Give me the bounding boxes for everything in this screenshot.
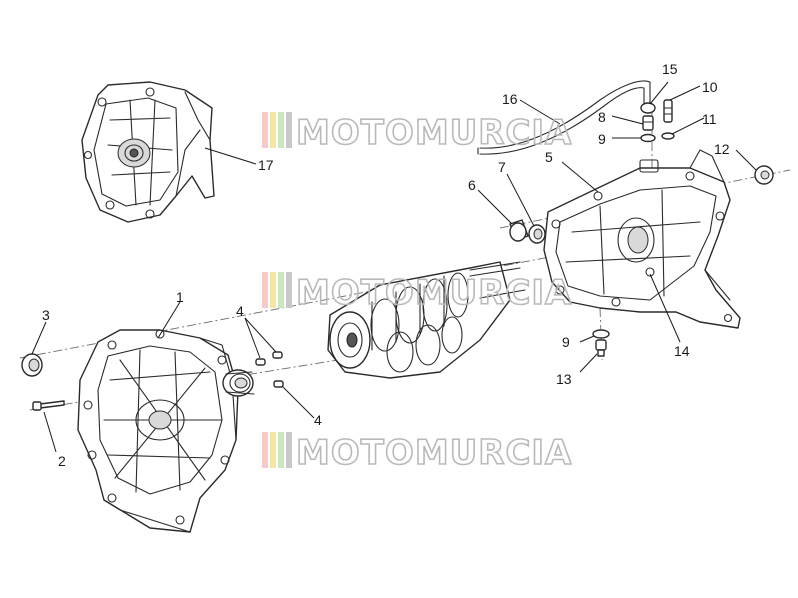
callout-1: 1 bbox=[176, 289, 184, 305]
watermark-middle: MOTOMURCIA bbox=[262, 272, 572, 314]
front-cover-part-1 bbox=[77, 329, 239, 533]
breather-fitting-part-15 bbox=[640, 102, 656, 114]
callout-5: 5 bbox=[545, 149, 553, 165]
washer-part-9-bottom bbox=[592, 329, 610, 339]
callout-labels: 1 2 3 4 4 5 6 7 8 9 9 10 11 12 13 14 15 … bbox=[42, 61, 730, 469]
dowel-pins-part-4 bbox=[255, 351, 284, 388]
callout-6: 6 bbox=[468, 177, 476, 193]
callout-16: 16 bbox=[502, 91, 518, 107]
callout-7: 7 bbox=[498, 159, 506, 175]
breather-body-part-8 bbox=[642, 115, 654, 131]
sensor-part-10 bbox=[663, 99, 673, 123]
watermark-bottom: MOTOMURCIA bbox=[262, 432, 572, 474]
callout-9-lower: 9 bbox=[562, 334, 570, 350]
rear-cover-part-17 bbox=[81, 81, 215, 223]
breather-hose-part-16 bbox=[477, 80, 651, 155]
watermark-text-top: MOTOMURCIA bbox=[296, 113, 572, 153]
callout-4-lower: 4 bbox=[314, 412, 322, 428]
seal-part-3 bbox=[21, 353, 43, 377]
watermark-top: MOTOMURCIA bbox=[262, 112, 572, 154]
washer-part-11 bbox=[661, 132, 675, 140]
seal-ring-part-7 bbox=[528, 224, 546, 244]
callout-13: 13 bbox=[556, 371, 572, 387]
callout-12: 12 bbox=[714, 141, 730, 157]
gear-cluster bbox=[327, 261, 526, 379]
watermark-text-bottom: MOTOMURCIA bbox=[296, 433, 572, 473]
leader-lines bbox=[31, 81, 757, 453]
bearing bbox=[222, 369, 255, 397]
washer-part-9-top bbox=[640, 133, 656, 143]
drain-plug-part-13 bbox=[595, 339, 607, 357]
callout-10: 10 bbox=[702, 79, 718, 95]
callout-17: 17 bbox=[258, 157, 274, 173]
callout-9-upper: 9 bbox=[598, 131, 606, 147]
gearbox-housing-part-5 bbox=[543, 149, 741, 329]
plug-part-12 bbox=[754, 165, 774, 185]
callout-8: 8 bbox=[598, 109, 606, 125]
callout-2: 2 bbox=[58, 453, 66, 469]
callout-11: 11 bbox=[702, 111, 717, 127]
callout-3: 3 bbox=[42, 307, 50, 323]
callout-14: 14 bbox=[674, 343, 690, 359]
callout-4-upper: 4 bbox=[236, 303, 244, 319]
watermark-text-middle: MOTOMURCIA bbox=[296, 273, 572, 313]
screw-part-2 bbox=[32, 400, 65, 411]
callout-15: 15 bbox=[662, 61, 678, 77]
cap-part-6 bbox=[509, 219, 529, 242]
